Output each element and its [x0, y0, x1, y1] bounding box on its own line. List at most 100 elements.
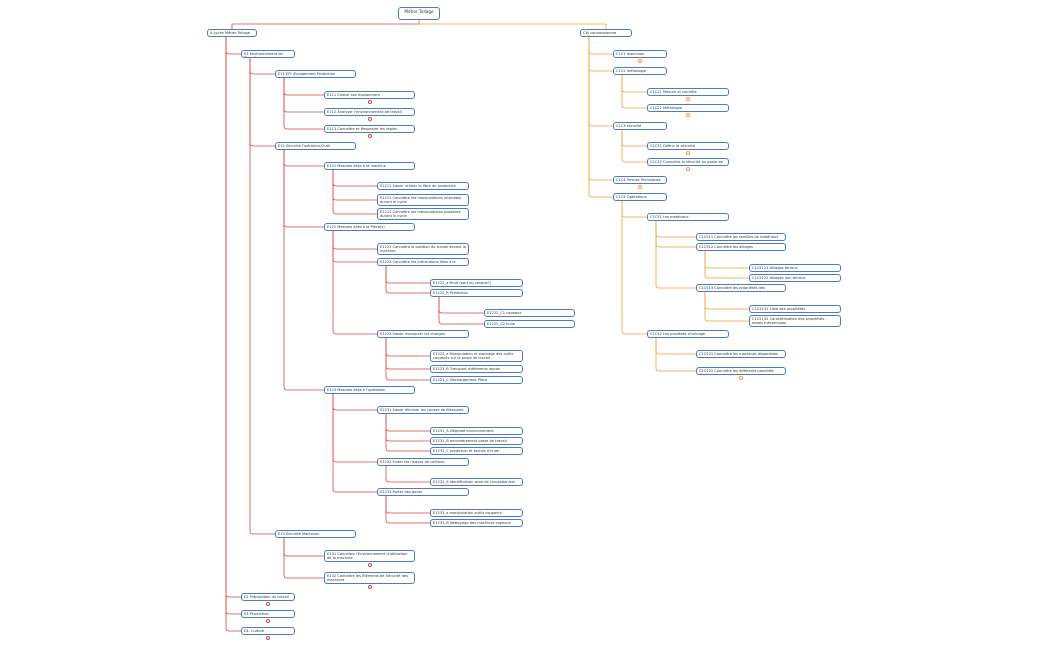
connector-c3	[588, 37, 613, 127]
mindmap-node-c3[interactable]: C1C3 sécurité	[613, 122, 667, 130]
connector-c22	[621, 75, 647, 109]
mindmap-node-e1233b[interactable]: E1233_B Nettoyage des machines copeaux	[430, 519, 523, 527]
collapse-toggle-icon[interactable]	[686, 151, 690, 155]
mindmap-node-root[interactable]: Métier Tollage	[398, 7, 440, 20]
mindmap-node-e1231b[interactable]: E1231_B encombrement poste de travail	[430, 437, 523, 445]
mindmap-node-c511[interactable]: C1C511 Connaître les familles de matéria…	[696, 233, 786, 241]
connector-e1222b2	[438, 297, 484, 325]
mindmap-node-e131[interactable]: E131 Connaître l'Environnement d'utilisa…	[324, 550, 415, 562]
mindmap-node-c522[interactable]: C1C522 Connaître les différents procédés…	[696, 367, 786, 375]
connector-e1231a	[385, 414, 430, 432]
mindmap-node-c2[interactable]: C1C2 métrologie	[613, 67, 667, 75]
mindmap-node-c513[interactable]: C1C513 Connaître les propriétés des maté…	[696, 284, 786, 292]
mindmap-node-e1231c[interactable]: E1231_C projection et taches d'huile	[430, 447, 523, 455]
connector-e1211	[332, 170, 377, 187]
mindmap-node-e111[interactable]: E111 Choisir son équipement	[324, 91, 415, 99]
collapse-toggle-icon[interactable]	[367, 100, 372, 104]
mindmap-node-e1223c[interactable]: E1223_C Déchargement Pièce	[430, 376, 523, 384]
connector-e1222b1	[438, 297, 484, 314]
mindmap-node-e2[interactable]: E2 Préparation du travail	[241, 593, 295, 601]
collapse-toggle-icon[interactable]	[367, 563, 372, 567]
collapse-toggle-icon[interactable]	[266, 602, 270, 606]
mindmap-node-e1232a[interactable]: E1232_A Identification zone de circulati…	[430, 478, 523, 486]
collapse-toggle-icon[interactable]	[367, 117, 372, 121]
mindmap-node-c521[interactable]: C1C521 Connaître les machines disponible…	[696, 350, 786, 358]
mindmap-node-c5[interactable]: C1C5 Opérations d'usinage	[613, 193, 667, 201]
mindmap-node-e1222b[interactable]: E1222_B Protection	[430, 289, 523, 297]
mindmap-node-c21[interactable]: C1C21 Mesure et contrôle	[647, 88, 729, 96]
connector-a	[231, 20, 420, 29]
mindmap-node-e1222b1[interactable]: E1222_C1 copeaux	[484, 309, 575, 317]
mindmap-node-e1223b[interactable]: E1223_B Transport d'éléments lourds	[430, 365, 523, 373]
collapse-toggle-icon[interactable]	[367, 134, 372, 138]
collapse-toggle-icon[interactable]	[686, 97, 690, 101]
mindmap-node-c4[interactable]: C1C4 Termes Techniques	[613, 176, 667, 184]
mindmap-node-c512[interactable]: C1C512 Connaître les alliages	[696, 243, 786, 251]
mindmap-node-e12[interactable]: E12 Sécurité Opérateur/Outil	[275, 142, 356, 150]
mindmap-node-e1233[interactable]: E1233 Porter des gants	[377, 488, 469, 496]
mindmap-node-c22[interactable]: C1C22 Métrologie	[647, 104, 729, 112]
connector-e1231c	[385, 414, 430, 452]
collapse-toggle-icon[interactable]	[686, 113, 690, 117]
mindmap-node-c5132[interactable]: C1C5132 Caractérisation des propriétés :…	[749, 315, 841, 327]
mindmap-node-a[interactable]: A-Lycée Métier Tollage	[207, 29, 257, 37]
collapse-toggle-icon[interactable]	[266, 636, 270, 640]
mindmap-node-e113[interactable]: E113 Connaître et Respecter les règles	[324, 125, 415, 133]
mindmap-node-e1231[interactable]: E1231 Savoir éliminer les causes de Bles…	[377, 406, 469, 414]
mindmap-node-e13[interactable]: E13 Sécurité Machines	[275, 530, 356, 538]
connector-e13	[249, 58, 275, 535]
mindmap-node-c5131[interactable]: C1C5131 Liste des propriétés	[749, 305, 841, 313]
mindmap-node-e132[interactable]: E132 Connaître les Éléments de Sécurité …	[324, 572, 415, 584]
mindmap-node-e1232[interactable]: E1232 Eviter les risques de collision	[377, 458, 469, 466]
mindmap-node-e1221[interactable]: E1221 Connaître la position du travail d…	[377, 243, 469, 255]
collapse-toggle-icon[interactable]	[638, 185, 642, 189]
mindmap-node-e1211[interactable]: E1211 Savoir utiliser la fibre de protec…	[377, 182, 469, 190]
connector-e1223b	[385, 338, 430, 370]
collapse-toggle-icon[interactable]	[739, 376, 743, 380]
mindmap-node-c51[interactable]: C1C51 Les matériaux	[647, 213, 729, 221]
mindmap-node-c5121[interactable]: C1C5121 Alliages ferreux	[749, 264, 841, 272]
connector-c2	[588, 37, 613, 72]
mindmap-node-e1222a[interactable]: E1222_a Bruit (port du casque?)	[430, 279, 523, 287]
mindmap-node-c1[interactable]: C1C1 machines	[613, 50, 667, 58]
mindmap-node-e123[interactable]: E123 Mesures liées à l'opération	[324, 386, 415, 394]
mindmap-node-c32[interactable]: C1C32 Connaître la sécurité au poste de …	[647, 158, 729, 166]
collapse-toggle-icon[interactable]	[686, 167, 690, 171]
connector-c52	[621, 201, 647, 335]
connector-e1223	[332, 231, 377, 335]
connector-e1222	[332, 231, 377, 263]
mindmap-node-e121[interactable]: E121 Mesures liées à la machine	[324, 162, 415, 170]
connector-c31	[621, 130, 647, 147]
connector-e12	[249, 58, 275, 147]
mindmap-node-c52[interactable]: C1C52 Les procédés d'usinage	[647, 330, 729, 338]
mindmap-node-e4[interactable]: E4- Culture	[241, 627, 295, 635]
mindmap-node-e1222[interactable]: E1222 Connaître les précautions liées à …	[377, 258, 469, 266]
collapse-toggle-icon[interactable]	[367, 585, 372, 589]
connector-c1	[588, 37, 613, 55]
connector-c513	[655, 221, 696, 289]
connector-e132	[283, 538, 324, 579]
connector-e2	[225, 37, 241, 598]
connector-e1232a	[385, 466, 430, 483]
collapse-toggle-icon[interactable]	[638, 59, 642, 63]
mindmap-node-e122[interactable]: E122 Mesures liées à la Pièce(s)	[324, 223, 415, 231]
mindmap-node-c31[interactable]: C1C31 Définir la sécurité	[647, 142, 729, 150]
mindmap-node-c[interactable]: CW connaissances métier	[580, 29, 632, 37]
mindmap-node-e1223[interactable]: E1223 Savoir manipuler les charges	[377, 330, 469, 338]
mindmap-node-e3[interactable]: E3 Production	[241, 610, 295, 618]
mindmap-node-e1222b2[interactable]: E1222_C2 huile	[484, 320, 575, 328]
mindmap-node-e1223a[interactable]: E1223_a Manipulation et stockage des out…	[430, 350, 523, 362]
connector-e123	[283, 150, 324, 391]
mindmap-node-e112[interactable]: E112 Analyser l'environnement de travail	[324, 108, 415, 116]
mindmap-node-e1212[interactable]: E1212 Connaître les manipulations interd…	[377, 194, 469, 206]
mindmap-node-e1[interactable]: E1 Environnement de Travail	[241, 50, 295, 58]
connector-e1231b	[385, 414, 430, 442]
collapse-toggle-icon[interactable]	[266, 619, 270, 623]
mindmap-node-e1213[interactable]: E1213 Connaître les manipulations possib…	[377, 208, 469, 220]
mindmap-node-c5122[interactable]: C1C5122 Alliages non ferreux	[749, 274, 841, 282]
connector-c5121	[704, 251, 749, 269]
mindmap-node-e11[interactable]: E11 EPI (Equipement Protection Individue…	[275, 70, 356, 78]
mindmap-node-e1231a[interactable]: E1231_A Dégradé environnement	[430, 427, 523, 435]
mindmap-node-e1233a[interactable]: E1233_a manipulation outils coupants	[430, 509, 523, 517]
connector-e1222a	[385, 266, 430, 284]
